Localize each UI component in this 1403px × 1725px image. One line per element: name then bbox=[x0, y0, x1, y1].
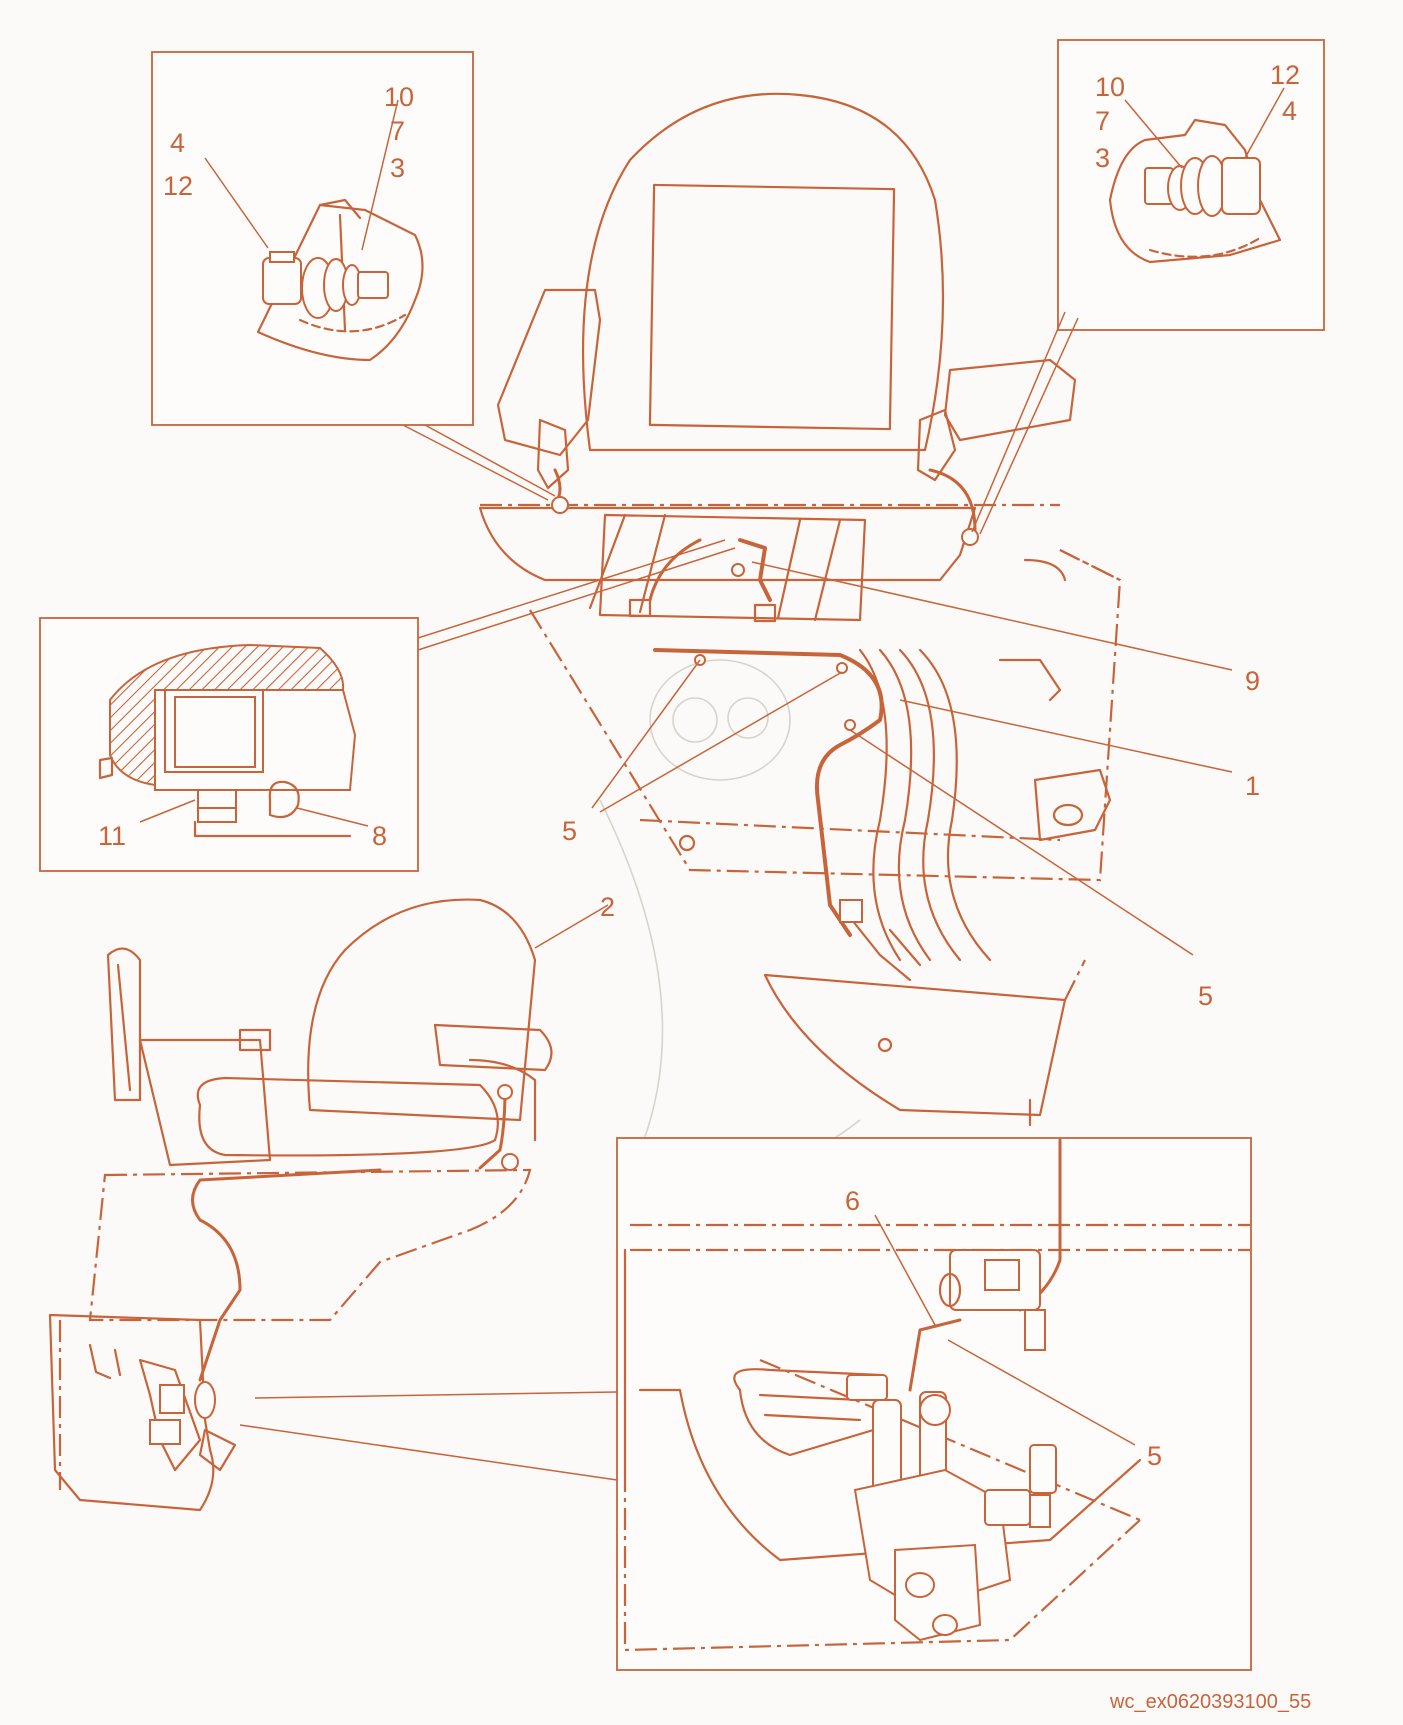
callout-4: 4 bbox=[1282, 96, 1297, 126]
callout-3: 3 bbox=[390, 153, 405, 183]
callout-5: 5 bbox=[1198, 981, 1213, 1011]
callout-7: 7 bbox=[390, 116, 405, 146]
callout-3: 3 bbox=[1095, 143, 1110, 173]
leader-top-left bbox=[402, 424, 549, 501]
callout-11: 11 bbox=[98, 821, 126, 851]
detail-box-switch-section: 11 8 bbox=[39, 617, 419, 872]
callout-12: 12 bbox=[163, 171, 193, 201]
leader-switch-2 bbox=[417, 547, 736, 651]
detail-box-top-right: 10 7 3 12 4 bbox=[1057, 39, 1325, 331]
leader-top-right-2 bbox=[979, 317, 1079, 535]
callout-6: 6 bbox=[845, 1186, 860, 1216]
callout-2: 2 bbox=[600, 892, 615, 922]
main-seat-assembly bbox=[478, 92, 1122, 1127]
callout-1: 1 bbox=[1245, 771, 1260, 801]
callout-10: 10 bbox=[1095, 72, 1125, 102]
callout-7: 7 bbox=[1095, 106, 1110, 136]
detail-box-valve: 6 5 bbox=[616, 1137, 1252, 1671]
leader-top-left-2 bbox=[424, 424, 556, 497]
callout-8: 8 bbox=[372, 821, 387, 851]
leader-top-right bbox=[971, 311, 1066, 533]
side-seat-assembly: 2 bbox=[48, 892, 615, 1512]
callout-9: 9 bbox=[1245, 666, 1260, 696]
callout-5: 5 bbox=[1147, 1441, 1162, 1471]
callout-10: 10 bbox=[384, 82, 414, 112]
main-callouts: 9 1 5 5 bbox=[562, 561, 1260, 1011]
callout-5: 5 bbox=[562, 816, 577, 846]
callout-4: 4 bbox=[170, 128, 185, 158]
leader-switch bbox=[417, 539, 726, 639]
leader-valve bbox=[254, 1391, 618, 1399]
callout-12: 12 bbox=[1270, 60, 1300, 90]
detail-box-top-left: 10 7 3 4 12 bbox=[151, 51, 474, 426]
leader-valve-2 bbox=[239, 1424, 618, 1481]
figure-code: wc_ex0620393100_55 bbox=[1109, 1691, 1311, 1713]
